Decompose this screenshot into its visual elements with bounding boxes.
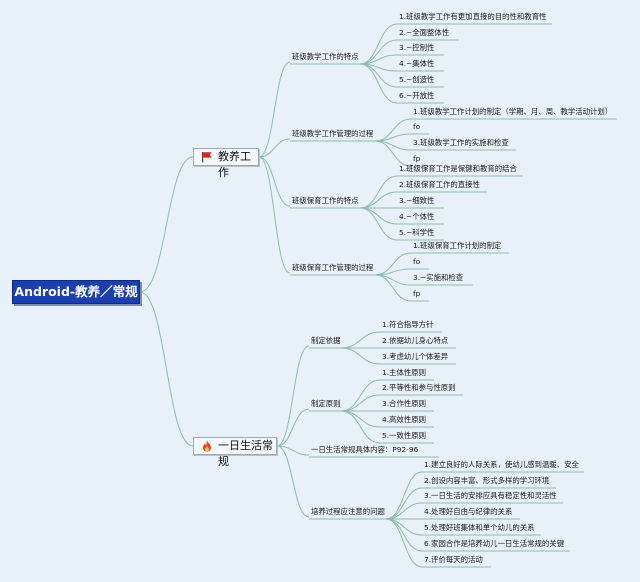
connector-subtopic xyxy=(258,138,291,158)
leaf-label[interactable]: 5.一致性原则 xyxy=(382,431,427,440)
leaf-label[interactable]: 4.处理好自由与纪律的关系 xyxy=(424,507,513,516)
root-node[interactable]: Android-教养／常规 xyxy=(12,280,140,304)
connector-subtopic xyxy=(258,156,291,274)
leaf-label[interactable]: 3.~控制性 xyxy=(399,43,435,52)
connector-leaf xyxy=(385,518,423,536)
leaf-label[interactable]: fo xyxy=(413,122,421,131)
leaf-label[interactable]: 4.~个体性 xyxy=(399,212,435,221)
connector-leaf xyxy=(374,274,412,302)
branch-label: 教养工作 xyxy=(218,150,251,179)
connector-leaf xyxy=(359,175,398,209)
subtopic-label[interactable]: 班级教学工作管理的过程 xyxy=(292,129,374,138)
leaf-label[interactable]: 5.~创造性 xyxy=(399,75,435,84)
connector-leaf xyxy=(340,410,381,444)
connector-leaf xyxy=(359,63,398,104)
red-flag-icon xyxy=(202,152,212,163)
leaf-label[interactable]: 3.一日生活的安排应具有稳定性和灵活性 xyxy=(424,491,557,500)
connector-leaf xyxy=(374,140,412,167)
connector-subtopic xyxy=(276,408,310,447)
leaf-label[interactable]: 1.建立良好的人际关系，使幼儿感到温暖、安全 xyxy=(424,460,579,469)
leaf-label[interactable]: 6.~开放性 xyxy=(399,91,435,100)
leaf-label[interactable]: 7.评价每天的活动 xyxy=(424,555,483,564)
connector-leaf xyxy=(359,23,398,65)
connector-leaf xyxy=(359,207,398,241)
leaf-label[interactable]: 2.班级保育工作的直接性 xyxy=(399,180,480,189)
connector-subtopic xyxy=(258,156,291,207)
connector-root-branch1 xyxy=(139,156,194,293)
leaf-label[interactable]: 1.班级保育工作计划的制定 xyxy=(413,241,502,250)
leaf-label[interactable]: 3.考虑幼儿个体差异 xyxy=(382,352,449,361)
leaf-label[interactable]: fp xyxy=(413,154,421,163)
connector-subtopic xyxy=(276,445,310,456)
branch-label: 一日生活常规 xyxy=(218,439,273,468)
fire-icon xyxy=(203,440,211,452)
connector-leaf xyxy=(340,410,381,428)
connector-root-branch2 xyxy=(139,291,194,447)
subtopic-label[interactable]: 培养过程应注意的问题 xyxy=(311,507,385,516)
leaf-label[interactable]: 1.班级教学工作计划的制定（学期、月、周、教学活动计划） xyxy=(413,107,613,116)
subtopic-label[interactable]: 班级保育工作的特点 xyxy=(292,196,359,205)
subtopic-label[interactable]: 制定依据 xyxy=(311,336,341,345)
subtopic-label[interactable]: 制定原则 xyxy=(311,399,341,408)
connector-leaf xyxy=(340,394,381,412)
connector-leaf xyxy=(359,191,398,209)
leaf-label[interactable]: 2.平等性和参与性原则 xyxy=(382,383,456,392)
connector-leaf xyxy=(374,274,412,286)
connector-leaf xyxy=(340,331,381,349)
connector-leaf xyxy=(340,347,381,365)
leaf-label[interactable]: 3.班级教学工作的实施和检查 xyxy=(413,138,509,147)
connector-subtopic xyxy=(276,445,310,518)
leaf-label[interactable]: 3.合作性原则 xyxy=(382,399,427,408)
leaf-label[interactable]: 2.~全面整体性 xyxy=(399,28,450,37)
leaf-label[interactable]: 4.~集体性 xyxy=(399,59,435,68)
connector-leaf xyxy=(385,471,423,520)
connector-leaf xyxy=(385,518,423,568)
connector-subtopic xyxy=(258,61,291,158)
leaf-label[interactable]: 1.班级教学工作有更加直接的目的性和教育性 xyxy=(399,12,547,21)
leaf-label[interactable]: 4.高效性原则 xyxy=(382,415,427,424)
leaf-label[interactable]: 3.~实施和检查 xyxy=(413,273,464,282)
subtopic-label[interactable]: 班级教学工作的特点 xyxy=(292,52,359,61)
leaf-label[interactable]: 1.班级保育工作是保健和教育的结合 xyxy=(399,164,517,173)
branch-node-jiaoyang[interactable]: 教养工作 xyxy=(193,148,259,179)
leaf-label[interactable]: 6.家园合作是培养幼儿一日生活常规的关键 xyxy=(424,539,565,548)
leaf-label[interactable]: 2.创设内容丰富、形式多样的学习环境 xyxy=(424,476,550,485)
leaf-label[interactable]: fp xyxy=(413,289,421,298)
connector-leaf xyxy=(385,518,423,552)
connector-leaf xyxy=(359,207,398,225)
leaf-label[interactable]: 1.符合指导方针 xyxy=(382,320,434,329)
leaf-label[interactable]: 5.处理好班集体和单个幼儿的关系 xyxy=(424,523,535,532)
subtopic-label[interactable]: 一日生活常规具体内容：P92-96 xyxy=(311,445,419,454)
leaf-label[interactable]: 5.~科学性 xyxy=(399,228,435,237)
leaf-label[interactable]: 1.主体性原则 xyxy=(382,368,427,377)
subtopic-label[interactable]: 班级保育工作管理的过程 xyxy=(292,263,374,272)
leaf-label[interactable]: 3.~细致性 xyxy=(399,196,435,205)
connector-subtopic xyxy=(276,345,310,447)
leaf-label[interactable]: 2.依据幼儿身心特点 xyxy=(382,336,449,345)
leaf-label[interactable]: fo xyxy=(413,257,421,266)
connector-leaf xyxy=(385,502,423,520)
branch-node-daily-routine[interactable]: 一日生活常规 xyxy=(193,437,277,468)
